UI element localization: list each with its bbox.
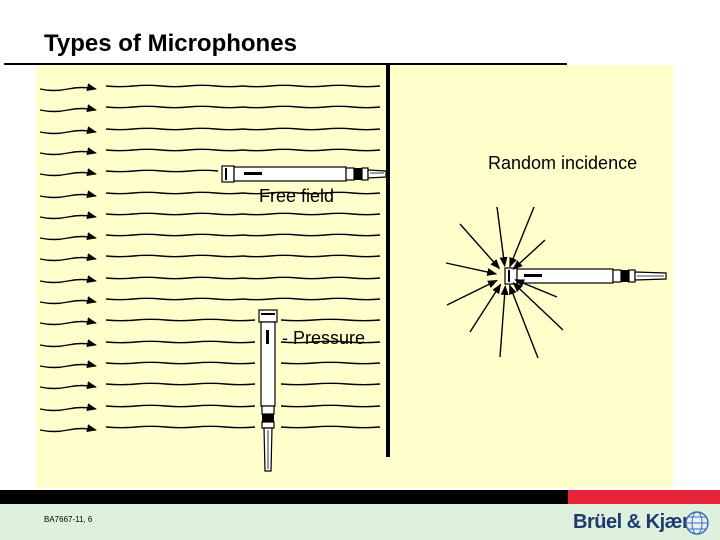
wave-arrow bbox=[39, 296, 97, 305]
wavefront-line bbox=[105, 297, 244, 301]
incidence-arrow bbox=[508, 284, 539, 359]
wavefront-line bbox=[280, 340, 381, 344]
wavefront-line bbox=[105, 169, 219, 173]
wavefront-line bbox=[242, 84, 381, 88]
wavefront-line bbox=[105, 276, 244, 280]
title-underline bbox=[4, 63, 567, 65]
wavefront-line bbox=[242, 105, 381, 109]
footer-bar bbox=[0, 490, 568, 504]
wavefront-line bbox=[105, 361, 256, 365]
free-field-microphone-icon bbox=[221, 165, 387, 183]
wavefront-line bbox=[242, 191, 381, 195]
free-field-label: Free field bbox=[259, 186, 335, 206]
incidence-arrow bbox=[509, 206, 535, 268]
incidence-arrow bbox=[469, 283, 502, 333]
wavefront-line bbox=[280, 425, 381, 429]
sound-wall bbox=[386, 65, 390, 457]
wave-arrow bbox=[39, 275, 97, 284]
wavefront-line bbox=[242, 254, 381, 258]
wavefront-line bbox=[280, 382, 381, 386]
wavefront-line bbox=[242, 233, 381, 237]
wave-arrow bbox=[39, 424, 97, 433]
wave-arrow bbox=[39, 381, 97, 390]
wavefront-line bbox=[105, 425, 256, 429]
wave-arrow bbox=[39, 253, 97, 262]
pressure-microphone-icon bbox=[258, 309, 278, 472]
wave-arrow bbox=[39, 360, 97, 369]
wave-arrow bbox=[39, 190, 97, 199]
wavefront-line bbox=[280, 361, 381, 365]
footer-accent-bar bbox=[568, 490, 720, 504]
wavefront-line bbox=[105, 127, 244, 131]
wavefront-line bbox=[105, 233, 244, 237]
wavefront-line bbox=[105, 254, 244, 258]
wave-arrow bbox=[39, 147, 97, 156]
incidence-arrow bbox=[459, 223, 501, 270]
wavefront-line bbox=[105, 404, 256, 408]
wave-arrow bbox=[39, 403, 97, 412]
incidence-arrow bbox=[445, 262, 498, 276]
wavefront-line bbox=[105, 191, 244, 195]
wave-arrow bbox=[39, 211, 97, 220]
footer-slide-code: BA7667-11, 6 bbox=[44, 515, 93, 524]
incidence-arrow bbox=[512, 239, 546, 270]
incidence-arrow bbox=[496, 206, 508, 268]
wavefront-line bbox=[105, 212, 244, 216]
incidence-arrow bbox=[512, 282, 564, 331]
wave-arrow bbox=[39, 104, 97, 113]
wavefront-line bbox=[242, 276, 381, 280]
wavefront-line bbox=[105, 148, 244, 152]
incidence-arrow bbox=[499, 285, 509, 358]
wavefront-line bbox=[242, 127, 381, 131]
wave-arrow bbox=[39, 232, 97, 241]
plane-wave-arrows bbox=[39, 83, 381, 433]
wavefront-line bbox=[242, 148, 381, 152]
wavefront-line bbox=[280, 318, 381, 322]
random-incidence-label: Random incidence bbox=[488, 153, 638, 173]
pressure-label: - Pressure bbox=[282, 328, 366, 348]
wavefront-line bbox=[105, 105, 244, 109]
wavefront-line bbox=[242, 212, 381, 216]
incidence-arrow bbox=[446, 279, 498, 306]
wavefront-line bbox=[105, 84, 244, 88]
random-incidence-arrows bbox=[445, 206, 564, 359]
wavefront-line bbox=[105, 382, 256, 386]
wavefront-line bbox=[105, 340, 256, 344]
footer-band bbox=[0, 504, 720, 540]
wavefront-line bbox=[105, 318, 256, 322]
wavefront-line bbox=[280, 404, 381, 408]
globe-logo-icon bbox=[685, 511, 709, 535]
random-incidence-microphone-icon bbox=[504, 267, 667, 285]
wave-arrow bbox=[39, 317, 97, 326]
wave-arrow bbox=[39, 168, 97, 177]
wave-arrow bbox=[39, 339, 97, 348]
brand-logo: Brüel & Kjær bbox=[573, 511, 690, 533]
wave-arrow bbox=[39, 126, 97, 135]
incidence-arrow bbox=[514, 279, 558, 298]
wave-arrow bbox=[39, 83, 97, 92]
wavefront-line bbox=[242, 297, 381, 301]
slide-title: Types of Microphones bbox=[44, 30, 297, 57]
